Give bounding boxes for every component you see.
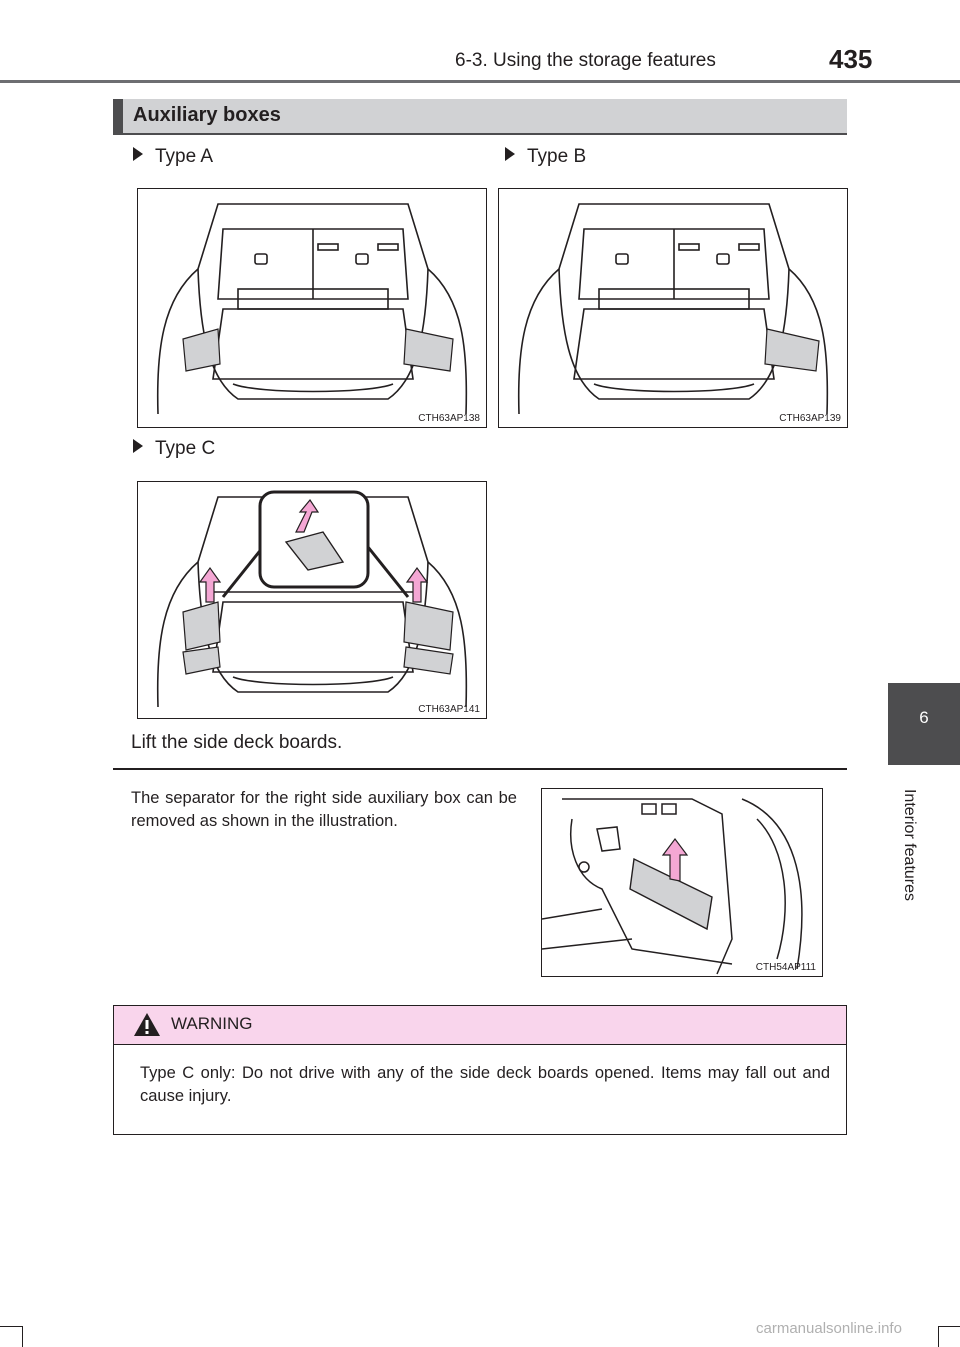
figure-code: CTH63AP141 [418,704,480,715]
figure-type-b: CTH63AP139 [498,188,848,428]
crop-mark [22,1326,23,1347]
figure-code: CTH54AP111 [755,962,816,973]
header-rule [0,80,960,83]
warning-title: WARNING [171,1014,253,1033]
figure-type-a: CTH63AP138 [137,188,487,428]
instruction-text: Lift the side deck boards. [131,732,343,753]
triangle-bullet-icon [133,147,143,161]
type-b-label: Type B [505,146,586,168]
figure-separator: CTH54AP111 [541,788,823,977]
type-a-label: Type A [133,146,213,168]
type-c-label: Type C [133,438,215,460]
crop-mark [938,1326,960,1327]
cargo-area-illustration [517,203,829,415]
crop-mark [0,1326,22,1327]
lift-arrow-icon [295,498,320,533]
crop-mark [938,1326,939,1347]
chapter-tab [888,683,960,765]
figure-code: CTH63AP139 [779,413,841,424]
figure-code: CTH63AP138 [418,413,480,424]
section-divider [113,768,847,770]
section-heading-accent [113,99,123,133]
footer-watermark: carmanualsonline.info [756,1320,902,1337]
separator-paragraph: The separator for the right side auxilia… [131,789,517,830]
cargo-area-illustration [156,490,468,708]
chapter-number: 6 [919,708,929,727]
section-heading-bar [113,99,847,133]
figure-type-c: CTH63AP141 [137,481,487,719]
lift-arrow-icon [198,566,222,603]
triangle-bullet-icon [505,147,515,161]
warning-triangle-icon [134,1013,160,1036]
section-underline [113,133,847,135]
section-title: Auxiliary boxes [133,104,281,126]
running-header: 6-3. Using the storage features [455,50,716,71]
triangle-bullet-icon [133,439,143,453]
cargo-area-illustration [156,203,468,415]
lift-arrow-icon [661,838,689,882]
separator-illustration [542,798,803,975]
warning-box [113,1005,847,1135]
warning-text: Type C only: Do not drive with any of th… [140,1064,830,1105]
page-number: 435 [829,44,873,74]
warning-header [114,1006,846,1045]
lift-arrow-icon [405,566,429,603]
chapter-label: Interior features [901,788,918,902]
